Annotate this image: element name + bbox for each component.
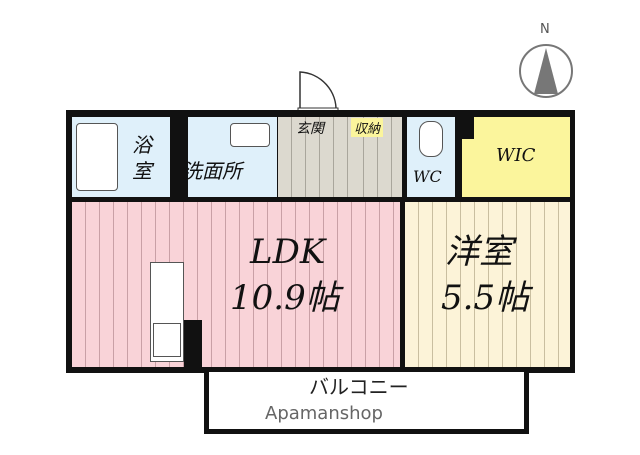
bath-label-2: 室: [132, 159, 152, 183]
bathtub-icon: [76, 123, 118, 191]
wc-label: WC: [413, 167, 442, 186]
ldk-size: 10.9帖: [230, 278, 340, 318]
bath-label-1: 浴: [132, 133, 152, 157]
stove-icon: [153, 323, 181, 357]
bathtub-area: [72, 117, 122, 197]
room-storage: 収納: [350, 117, 402, 197]
compass-north-label: N: [540, 22, 550, 37]
toilet-icon: [419, 121, 443, 157]
wic-label: WIC: [496, 145, 536, 166]
entrance-label: 玄関: [296, 121, 324, 137]
western-size: 5.5帖: [441, 278, 530, 318]
room-western: 洋室 5.5帖: [405, 202, 570, 367]
balcony: バルコニー Apamanshop: [204, 372, 529, 434]
room-ldk: LDK 10.9帖: [72, 202, 400, 367]
room-wic: WIC: [462, 117, 570, 197]
room-washroom: 洗面所: [182, 117, 277, 197]
balcony-label: バルコニー: [309, 375, 409, 399]
pillar: [462, 117, 474, 139]
entry-door-icon: [297, 71, 339, 114]
sink-icon: [230, 123, 270, 147]
ldk-label: LDK: [250, 232, 326, 272]
kitchen-wall: [184, 320, 202, 367]
western-label: 洋室: [445, 232, 513, 272]
kitchen-counter: [150, 262, 184, 362]
room-entrance: 玄関: [278, 117, 350, 197]
washroom-label: 洗面所: [182, 159, 242, 183]
storage-label: 収納: [351, 118, 384, 137]
room-bath: 浴 室: [122, 117, 170, 197]
pillar: [170, 117, 188, 147]
compass-arrow-icon: [519, 44, 573, 98]
room-wc: WC: [407, 117, 455, 197]
watermark: Apamanshop: [265, 403, 383, 424]
compass: N: [518, 22, 574, 102]
